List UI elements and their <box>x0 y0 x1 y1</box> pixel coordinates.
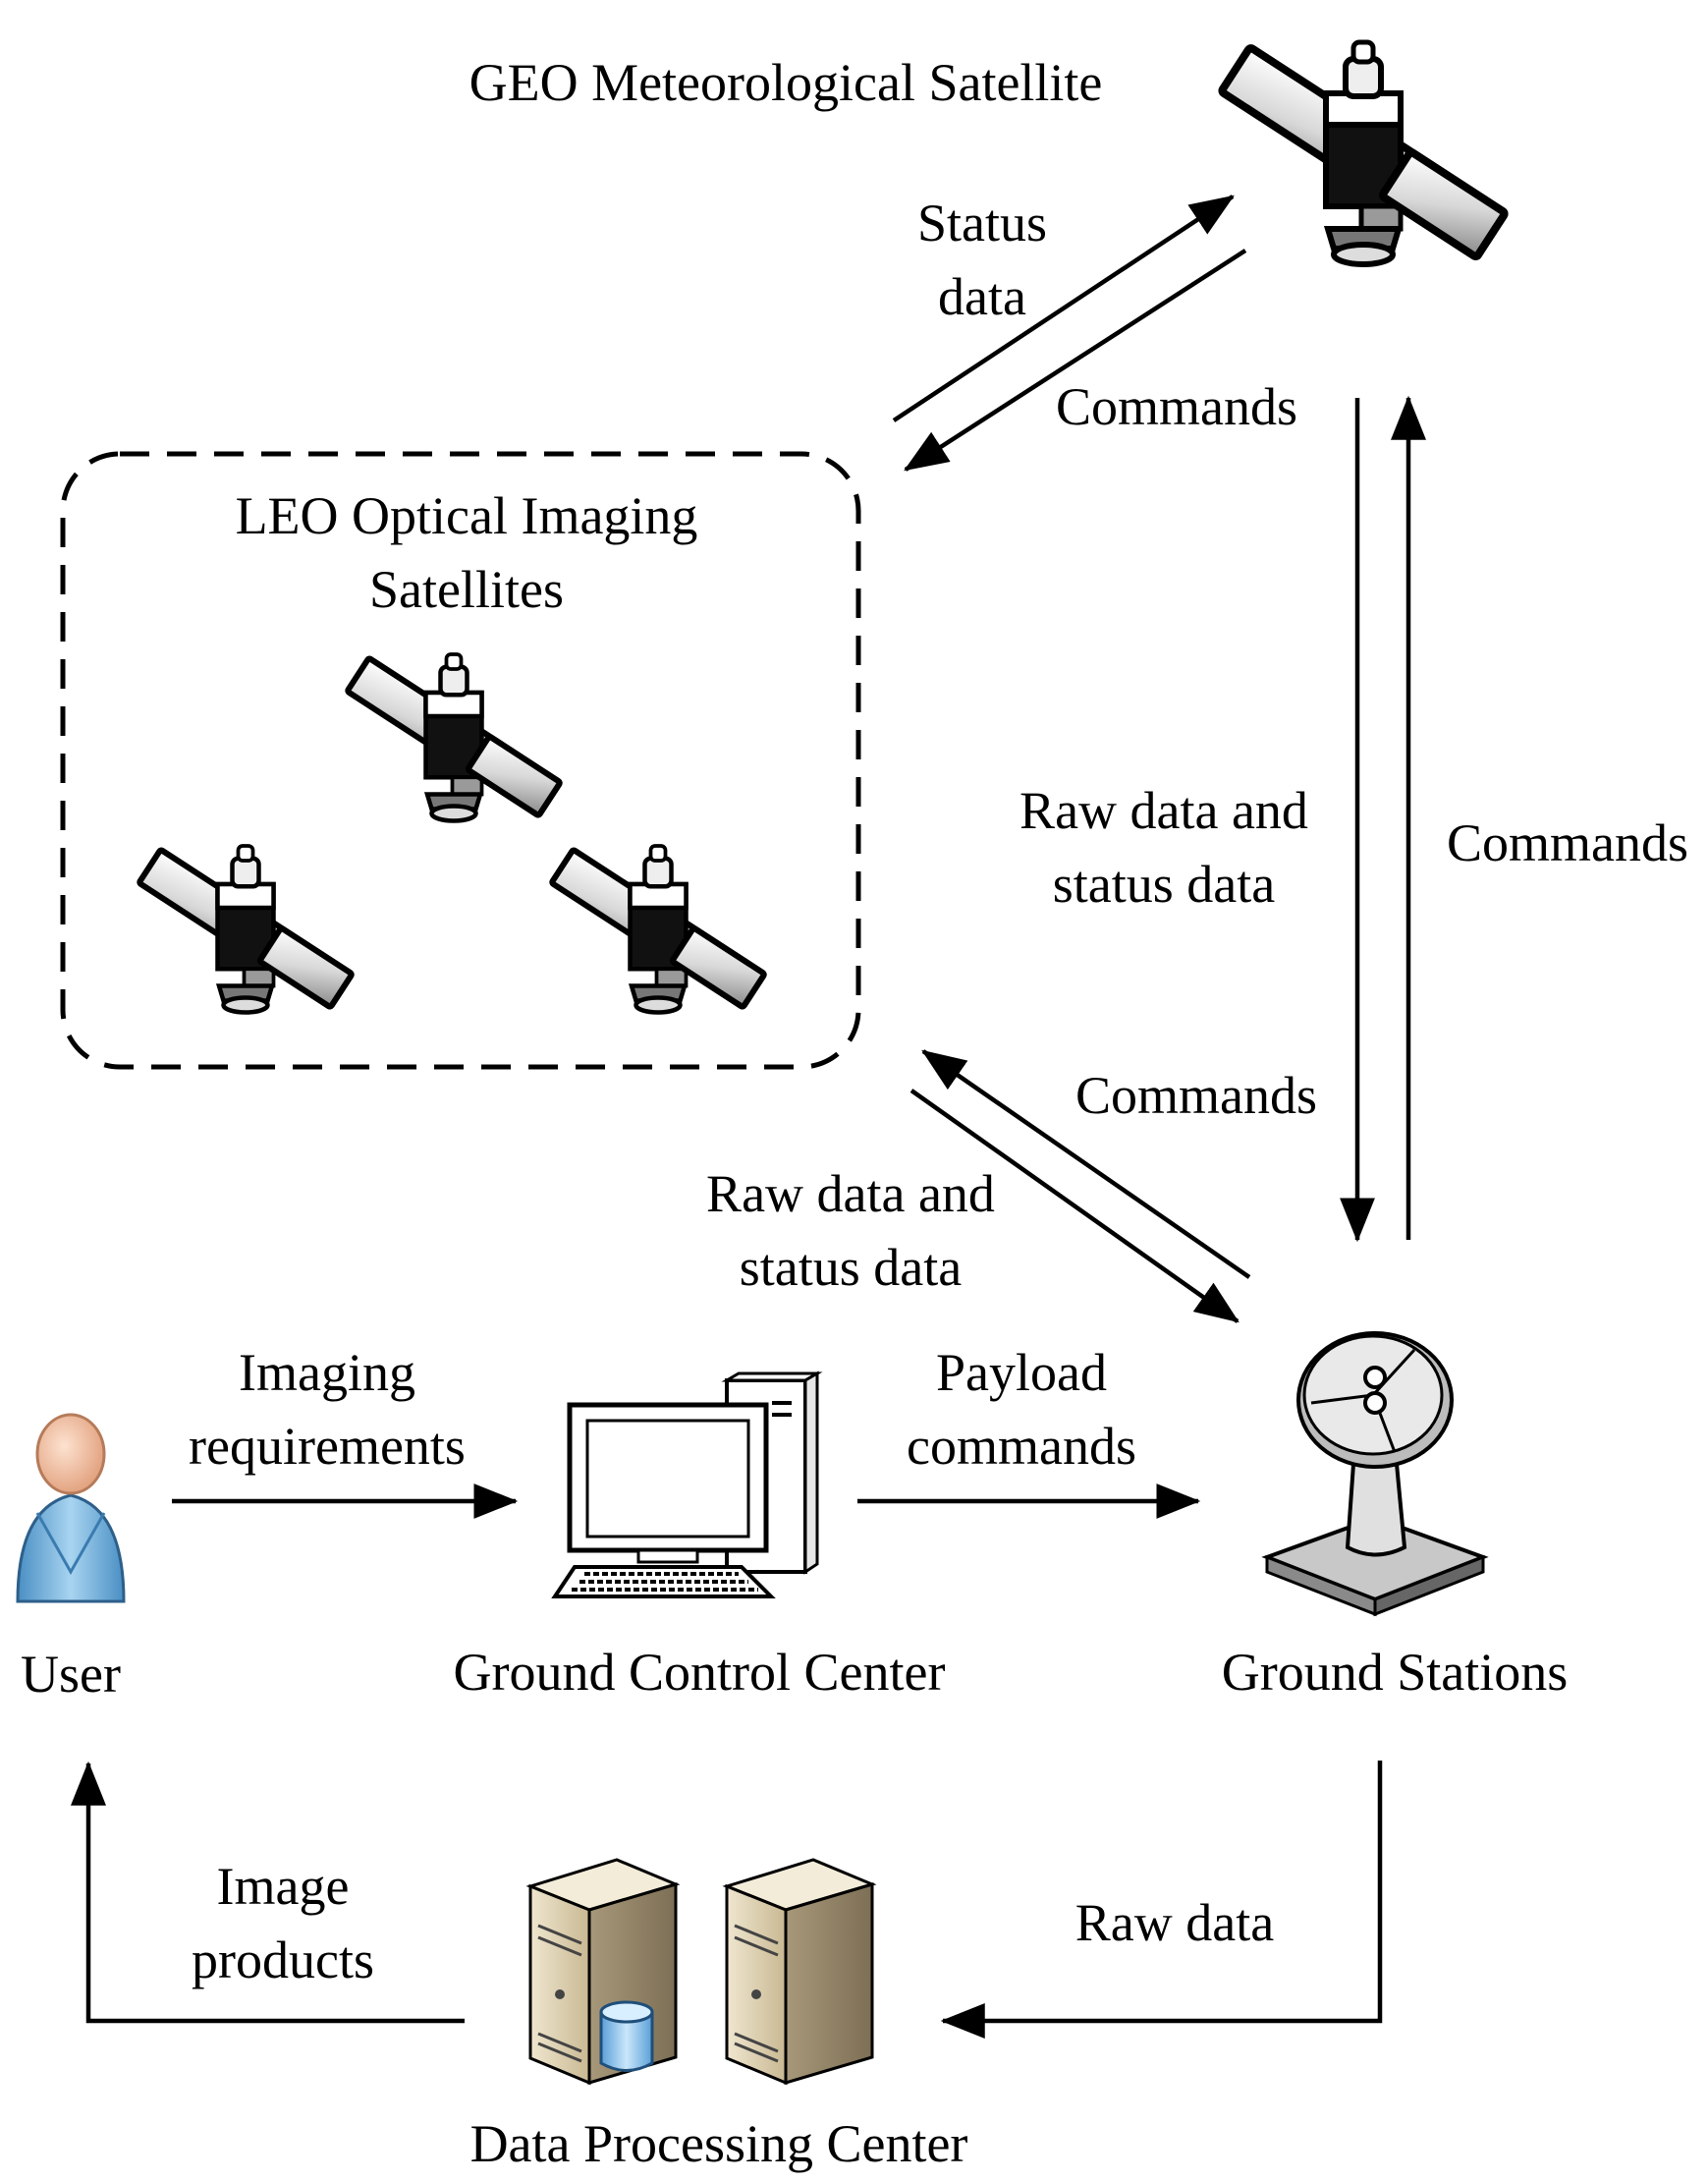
arrow-dpc-to-user <box>71 1761 465 2024</box>
leo-group-box <box>60 451 861 1070</box>
geo-satellite-icon <box>1221 42 1505 264</box>
gcc-label: Ground Control Center <box>454 1643 946 1702</box>
status-data-label-line2: data <box>938 267 1026 326</box>
image-products-label-line1: Image <box>217 1857 350 1916</box>
arrow-gs-to-dpc <box>940 1761 1383 2039</box>
payload-label-line2: commands <box>907 1417 1136 1476</box>
arrow-commands-geo-to-leo <box>904 249 1247 472</box>
user-icon <box>16 1413 126 1603</box>
leo-satellite-icon <box>551 846 764 1013</box>
leo-satellite-icon <box>347 654 560 821</box>
leo-satellite-icon <box>138 846 352 1013</box>
imaging-label-line2: requirements <box>189 1417 466 1476</box>
database-icon <box>599 2000 654 2072</box>
commands-gs-leo-label: Commands <box>1075 1066 1317 1125</box>
arrow-rawstatus-leo-to-gs <box>909 1089 1240 1323</box>
rawstatus-gs-label-line1: Raw data and <box>706 1164 995 1223</box>
dpc-label: Data Processing Center <box>470 2114 968 2173</box>
arrow-status-leo-to-geo <box>892 195 1235 422</box>
rawstatus-geo-label-line2: status data <box>1053 855 1275 914</box>
raw-data-label: Raw data <box>1075 1893 1274 1952</box>
imaging-label-line1: Imaging <box>239 1343 415 1402</box>
dish-antenna-icon <box>1261 1331 1489 1617</box>
arrow-commands-gs-to-leo <box>921 1049 1251 1279</box>
server-icon <box>722 1858 877 2086</box>
computer-icon <box>551 1371 823 1598</box>
user-label: User <box>21 1645 121 1704</box>
leo-label-line2: Satellites <box>369 560 564 619</box>
leo-label-line1: LEO Optical Imaging <box>236 486 698 545</box>
payload-label-line1: Payload <box>936 1343 1107 1402</box>
commands-gs-geo-label: Commands <box>1447 813 1688 872</box>
rawstatus-geo-label-line1: Raw data and <box>1019 781 1308 840</box>
geo-label: GEO Meteorological Satellite <box>469 53 1103 112</box>
gs-label: Ground Stations <box>1222 1643 1569 1702</box>
image-products-label-line2: products <box>192 1930 374 1989</box>
status-data-label-line1: Status <box>917 194 1047 252</box>
rawstatus-gs-label-line2: status data <box>740 1238 962 1297</box>
commands-geo-leo-label: Commands <box>1056 377 1297 436</box>
